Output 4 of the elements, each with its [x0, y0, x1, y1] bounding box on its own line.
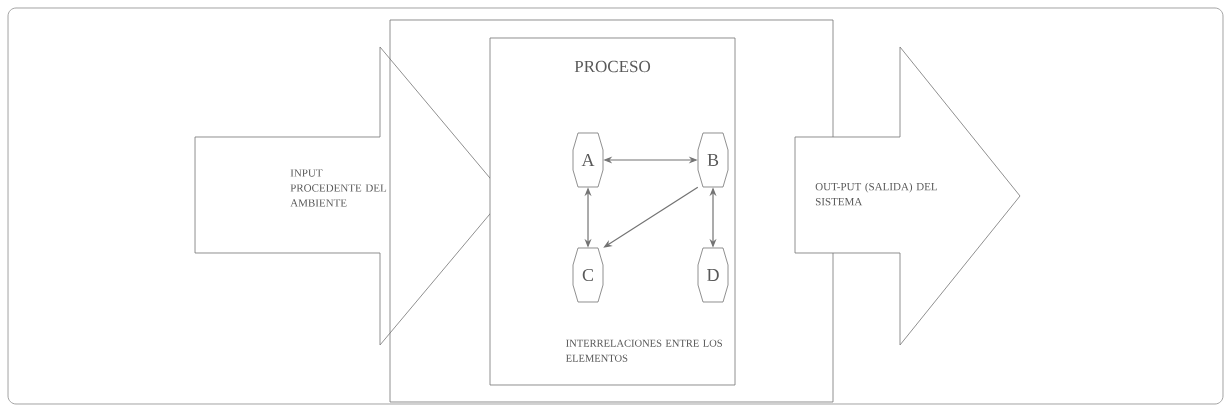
element-hexagon: D [697, 247, 729, 303]
element-hexagon: C [572, 247, 604, 303]
element-hexagon: B [697, 132, 729, 188]
element-hexagon: A [572, 132, 604, 188]
